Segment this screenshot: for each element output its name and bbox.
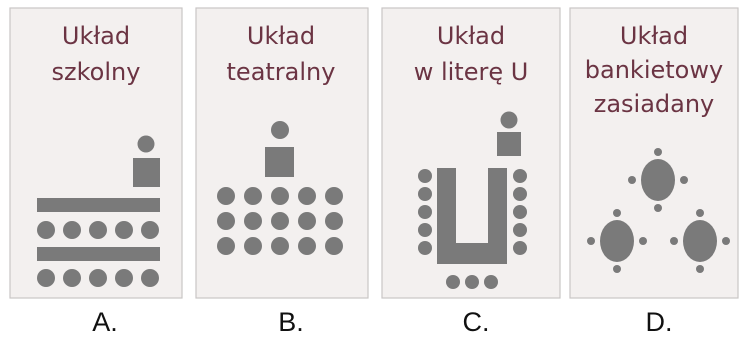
seat (696, 209, 704, 217)
seat (325, 237, 343, 255)
seat (418, 205, 432, 219)
round-table (641, 159, 675, 201)
seat (722, 237, 730, 245)
seat (89, 221, 107, 239)
seat (680, 176, 688, 184)
seat (587, 237, 595, 245)
seat (37, 221, 55, 239)
classroom-diagram (37, 135, 160, 287)
seat (513, 223, 527, 237)
seat (271, 237, 289, 255)
panel-u-shape-title-line-1: Układ (437, 22, 505, 50)
seat (217, 212, 235, 230)
panel-u-shape: Układ w literę U (381, 7, 561, 299)
speaker-podium (265, 147, 294, 177)
seat (418, 241, 432, 255)
seat (325, 212, 343, 230)
theatre-diagram (217, 121, 343, 255)
u-shape-seats-left (418, 169, 432, 255)
panel-banquet-title-line-2: bankietowy (585, 56, 723, 84)
u-shaped-table (437, 168, 507, 264)
speaker-head (271, 121, 289, 139)
u-shape-seats-right (513, 169, 527, 255)
seat (63, 221, 81, 239)
seat (298, 212, 316, 230)
seat (465, 275, 479, 289)
banquet-table-top (628, 148, 688, 212)
theatre-seat-row-3 (217, 237, 343, 255)
seat (298, 237, 316, 255)
banquet-table-right (670, 209, 730, 273)
seat (613, 265, 621, 273)
seat (244, 212, 262, 230)
label-d: D. (646, 307, 673, 337)
panel-theatre: Układ teatralny (195, 7, 369, 299)
seat (89, 269, 107, 287)
classroom-seat-row-2 (37, 269, 159, 287)
seat (141, 221, 159, 239)
seat (628, 176, 636, 184)
panel-classroom: Układ szkolny (9, 7, 183, 299)
seat (613, 209, 621, 217)
panel-banquet: Układ bankietowy zasiadany (569, 7, 739, 299)
seat (654, 148, 662, 156)
seat (37, 269, 55, 287)
seat (325, 187, 343, 205)
seat (513, 241, 527, 255)
seat (271, 187, 289, 205)
seat (115, 221, 133, 239)
seat (244, 187, 262, 205)
classroom-seat-row-1 (37, 221, 159, 239)
label-a: A. (92, 307, 118, 337)
panel-classroom-title-line-1: Układ (62, 22, 130, 50)
seat (271, 212, 289, 230)
speaker-podium (497, 132, 521, 156)
seat (298, 187, 316, 205)
label-c: C. (463, 307, 490, 337)
seat (418, 169, 432, 183)
speaker-head (500, 111, 518, 129)
banquet-table-left (587, 209, 647, 273)
panel-banquet-title-line-3: zasiadany (594, 90, 715, 118)
seat (696, 265, 704, 273)
theatre-seat-row-1 (217, 187, 343, 205)
seat (639, 237, 647, 245)
seat (217, 187, 235, 205)
seat (418, 223, 432, 237)
panel-theatre-title-line-1: Układ (247, 22, 315, 50)
seat (484, 275, 498, 289)
seat (513, 187, 527, 201)
speaker-podium (133, 158, 160, 187)
panel-classroom-title-line-2: szkolny (52, 58, 141, 86)
u-shape-diagram (418, 111, 527, 289)
classroom-desk-row-1 (37, 198, 160, 212)
seat (418, 187, 432, 201)
seat (244, 237, 262, 255)
seat (141, 269, 159, 287)
seat (446, 275, 460, 289)
seat (670, 237, 678, 245)
seat (654, 204, 662, 212)
seat (63, 269, 81, 287)
panel-u-shape-title-line-2: w literę U (414, 58, 529, 86)
speaker-head (137, 135, 155, 153)
classroom-desk-row-2 (37, 247, 160, 261)
theatre-seat-row-2 (217, 212, 343, 230)
panel-banquet-title-line-1: Układ (620, 22, 688, 50)
seat (513, 169, 527, 183)
label-b: B. (278, 307, 304, 337)
seat (115, 269, 133, 287)
seat (217, 237, 235, 255)
round-table (683, 220, 717, 262)
round-table (600, 220, 634, 262)
panel-theatre-title-line-2: teatralny (227, 58, 336, 86)
seat (513, 205, 527, 219)
u-shape-seats-bottom (446, 275, 498, 289)
